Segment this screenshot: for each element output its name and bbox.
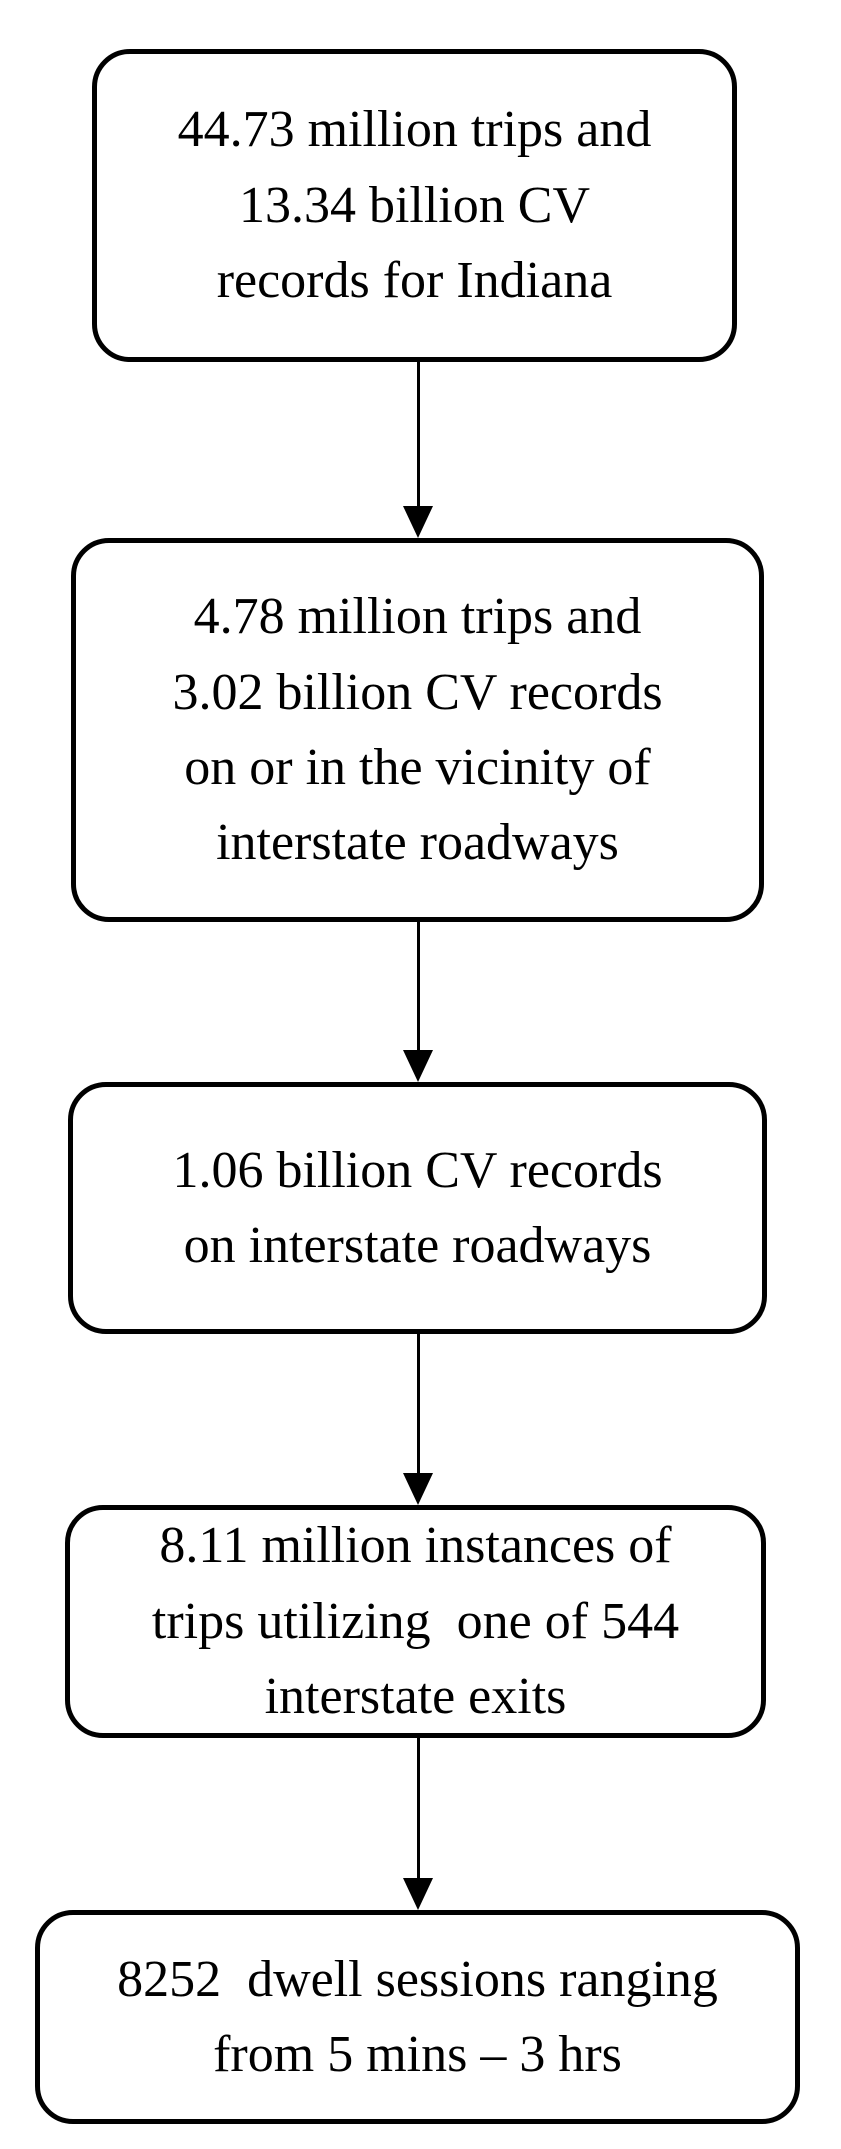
down-arrow-icon [403, 1334, 434, 1505]
arrow-stem [417, 362, 420, 510]
arrow-stem [417, 922, 420, 1054]
arrow-head [403, 1878, 433, 1910]
flow-node-dwell-sessions: 8252 dwell sessions ranging from 5 mins … [35, 1910, 800, 2124]
flow-node-exit-instances: 8.11 million instances of trips utilizin… [65, 1505, 766, 1738]
flow-node-interstate-records: 1.06 billion CV records on interstate ro… [68, 1082, 767, 1334]
flow-node-indiana-totals: 44.73 million trips and 13.34 billion CV… [92, 49, 737, 362]
arrow-head [403, 1473, 433, 1505]
flow-node-label: 8.11 million instances of trips utilizin… [151, 1517, 680, 1726]
arrow-stem [417, 1334, 420, 1477]
flow-node-label: 44.73 million trips and 13.34 billion CV… [177, 101, 652, 310]
arrow-stem [417, 1738, 420, 1882]
flow-node-interstate-vicinity: 4.78 million trips and 3.02 billion CV r… [71, 538, 764, 922]
flow-node-label: 1.06 billion CV records on interstate ro… [172, 1141, 663, 1274]
down-arrow-icon [403, 362, 434, 538]
down-arrow-icon [403, 922, 434, 1082]
flow-node-label: 8252 dwell sessions ranging from 5 mins … [117, 1950, 718, 2083]
arrow-head [403, 506, 433, 538]
flow-node-label: 4.78 million trips and 3.02 billion CV r… [172, 588, 663, 872]
arrow-head [403, 1050, 433, 1082]
down-arrow-icon [403, 1738, 434, 1910]
